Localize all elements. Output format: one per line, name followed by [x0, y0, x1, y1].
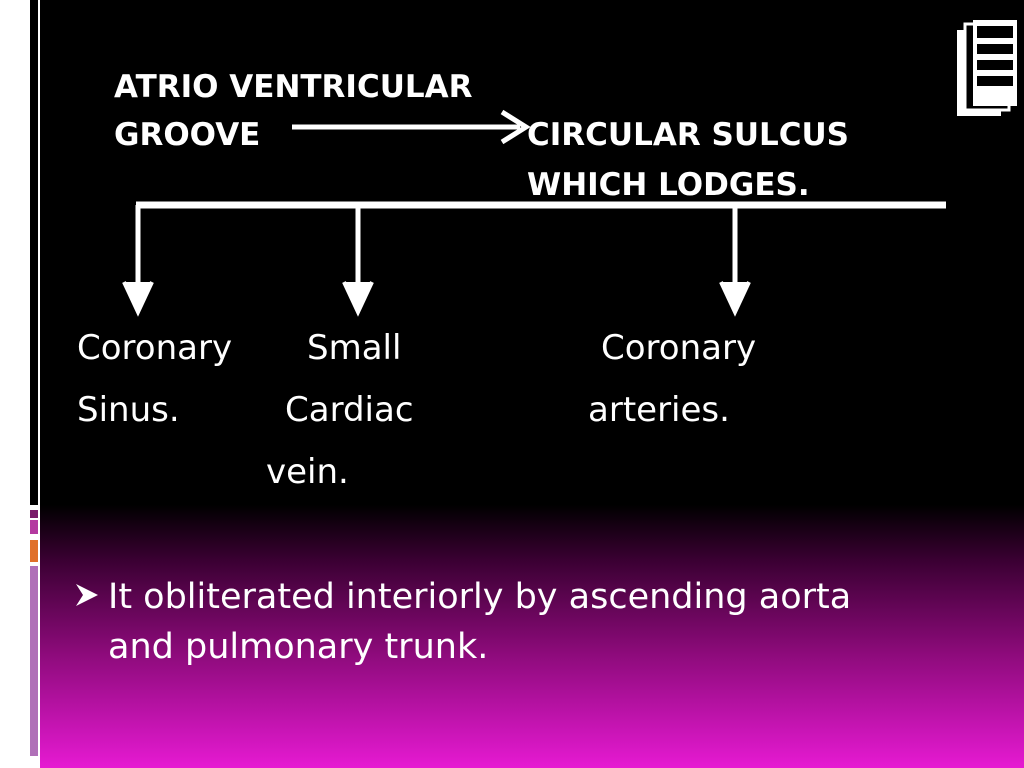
strip-bar-magenta	[30, 520, 38, 534]
branch-2-line2: Cardiac	[285, 390, 414, 430]
branch-1-line1: Coronary	[77, 328, 233, 368]
stacked-pages-icon	[957, 20, 1017, 116]
bullet-point-text: It obliterated interiorly by ascending a…	[108, 577, 852, 667]
strip-bar-purple	[30, 510, 38, 518]
arrowhead-bullet-icon	[76, 584, 98, 606]
heading-target-line1: CIRCULAR SULCUS	[527, 117, 849, 153]
strip-bar-orange	[30, 540, 38, 562]
branch-arrow-1-head	[122, 281, 154, 317]
branch-2-line1: Small	[307, 328, 402, 368]
main-arrow-head	[500, 109, 531, 145]
heading-target-line2: WHICH LODGES.	[527, 167, 810, 203]
branch-3-line2: arteries.	[588, 390, 730, 430]
branch-2-line3: vein.	[266, 452, 349, 492]
branch-arrow-3-head	[719, 281, 751, 317]
branch-1-line2: Sinus.	[77, 390, 180, 430]
heading-source-line2: GROOVE	[114, 117, 261, 153]
left-decor-strip	[0, 0, 40, 768]
heading-source-line1: ATRIO VENTRICULAR	[114, 69, 473, 105]
branch-arrow-2-head	[342, 281, 374, 317]
strip-bar-lilac	[30, 566, 38, 756]
strip-bar-dark	[30, 0, 38, 505]
branch-3-line1: Coronary	[601, 328, 757, 368]
